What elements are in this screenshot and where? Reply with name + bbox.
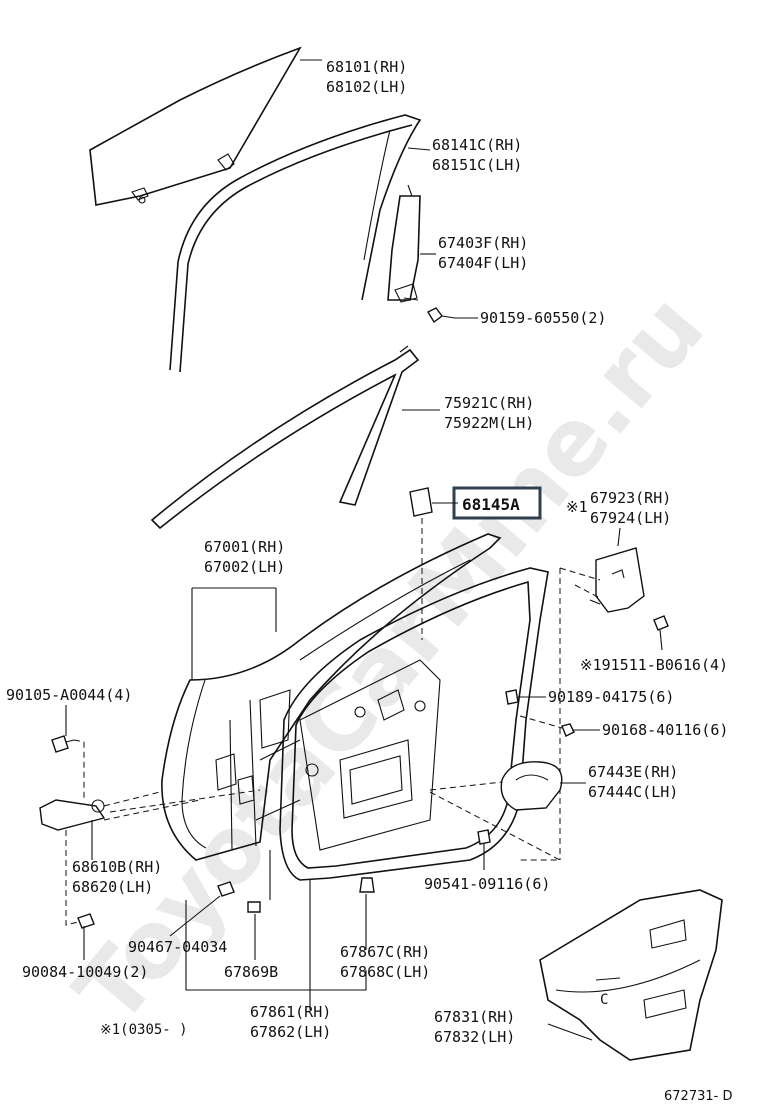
door-check-drawing [39, 789, 261, 831]
label-67867c: 67867C(RH) [340, 943, 430, 961]
clip-90541-drawing [429, 791, 561, 861]
inside-handle-drawing [429, 761, 563, 811]
door-weatherstrip-drawing [279, 567, 549, 881]
diagram-id-text: 672731- D [664, 1089, 732, 1104]
clip-68145a-drawing [409, 487, 433, 640]
label-90189: 90189-04175(6) [548, 688, 674, 706]
label-67002: 67002(LH) [204, 558, 285, 576]
rear-glass-channel-drawing [387, 184, 421, 303]
label-68102: 68102(LH) [326, 78, 407, 96]
clip-90189-drawing [505, 689, 519, 705]
clip-90467-drawing [217, 881, 235, 897]
label-68145a: 68145A [462, 495, 520, 514]
label-67404f: 67404F(LH) [438, 254, 528, 272]
label-67868c: 67868C(LH) [340, 963, 430, 981]
label-75921c: 75921C(RH) [444, 394, 534, 412]
label-67444c: 67444C(LH) [588, 783, 678, 801]
label-67869b: 67869B [224, 963, 278, 981]
label-67862: 67862(LH) [250, 1023, 331, 1041]
service-hole-cover-drawing: C [539, 889, 723, 1061]
label-67923-mark: ※1 [566, 498, 588, 516]
label-67403f: 67403F(RH) [438, 234, 528, 252]
door-panel-drawing [161, 533, 502, 861]
bolt-191511-drawing [653, 615, 669, 651]
label-67861: 67861(RH) [250, 1003, 331, 1021]
label-68101: 68101(RH) [326, 58, 407, 76]
label-67923: 67923(RH) [590, 489, 671, 507]
label-67832: 67832(LH) [434, 1028, 515, 1046]
bolt-90159-drawing [427, 307, 456, 324]
label-90084: 90084-10049(2) [22, 963, 148, 981]
bolt-90105-drawing [51, 735, 85, 800]
label-90105: 90105-A0044(4) [6, 686, 132, 704]
label-75922m: 75922M(LH) [444, 414, 534, 432]
label-90159: 90159-60550(2) [480, 309, 606, 327]
label-90541: 90541-09116(6) [424, 875, 550, 893]
label-68151c: 68151C(LH) [432, 156, 522, 174]
belt-molding-drawing [150, 345, 420, 530]
label-67001: 67001(RH) [204, 538, 285, 556]
clip-67867c-drawing [359, 877, 375, 893]
glass-run-channel-drawing [169, 114, 422, 373]
screw-90168-drawing [519, 715, 575, 737]
cover-mark-text: C [600, 992, 608, 1008]
label-67443e: 67443E(RH) [588, 763, 678, 781]
label-191511: ※191511-B0616(4) [580, 656, 728, 674]
inner-door-frame-drawing [255, 659, 441, 851]
bracket-67923-drawing [559, 547, 645, 860]
label-90168: 90168-40116(6) [602, 721, 728, 739]
plug-67869b-drawing [247, 901, 261, 913]
bolt-90084-drawing [65, 830, 95, 929]
label-68141c: 68141C(RH) [432, 136, 522, 154]
label-67924: 67924(LH) [590, 509, 671, 527]
footnote-text: ※1(0305- ) [100, 1022, 188, 1038]
label-68610b: 68610B(RH) [72, 858, 162, 876]
label-90467: 90467-04034 [128, 938, 227, 956]
door-glass-drawing [89, 46, 302, 206]
label-67831: 67831(RH) [434, 1008, 515, 1026]
label-68620: 68620(LH) [72, 878, 153, 896]
